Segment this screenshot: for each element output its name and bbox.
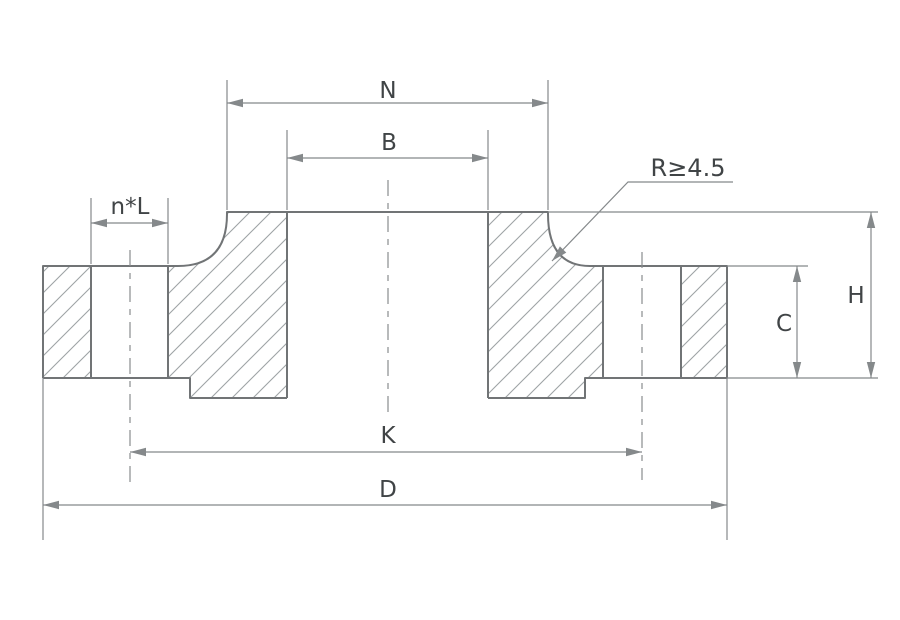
label-layer: N B n*L R≥4.5 H C K D bbox=[111, 78, 865, 503]
arrow-C-bottom bbox=[792, 362, 802, 378]
dim-label-neck-N: N bbox=[379, 78, 396, 104]
hatch-region-right-hub bbox=[488, 212, 603, 398]
dimension-C bbox=[727, 265, 808, 378]
dimension-layer bbox=[42, 80, 878, 540]
arrow-H-bottom bbox=[866, 362, 876, 378]
dim-label-bolt-holes-nL: n*L bbox=[111, 194, 150, 220]
dim-label-thickness-C: C bbox=[776, 311, 792, 337]
outline-layer bbox=[42, 211, 728, 399]
ext-lines-nL bbox=[90, 198, 169, 264]
bolt-hole-walls bbox=[90, 266, 682, 378]
arrow-K-right bbox=[626, 447, 642, 457]
ext-lines-B bbox=[286, 130, 489, 210]
arrow-K-left bbox=[130, 447, 146, 457]
dim-label-bolt-circle-K: K bbox=[380, 423, 396, 449]
arrow-N-right bbox=[532, 98, 548, 108]
arrow-B-left bbox=[287, 153, 303, 163]
dim-label-outer-diameter-D: D bbox=[379, 477, 397, 503]
hatch-region-left-rim bbox=[43, 266, 91, 378]
dim-label-height-H: H bbox=[847, 283, 864, 309]
arrow-D-left bbox=[43, 500, 59, 510]
flange-outline bbox=[42, 211, 728, 399]
bore-walls bbox=[286, 212, 489, 398]
arrow-nL-left bbox=[91, 218, 107, 228]
ext-lines-N bbox=[226, 80, 549, 210]
dimension-D bbox=[42, 378, 728, 540]
dim-label-fillet-radius: R≥4.5 bbox=[651, 154, 726, 182]
arrow-H-top bbox=[866, 212, 876, 228]
dim-label-bore-B: B bbox=[381, 130, 397, 156]
dimension-N bbox=[226, 80, 549, 210]
hatch-layer bbox=[43, 212, 727, 398]
hatch-region-right-rim bbox=[681, 266, 727, 378]
arrowhead-layer bbox=[43, 98, 876, 510]
ext-lines-D bbox=[42, 378, 728, 540]
arrow-D-right bbox=[711, 500, 727, 510]
arrow-N-left bbox=[227, 98, 243, 108]
dimension-B bbox=[286, 130, 489, 210]
arrow-C-top bbox=[792, 266, 802, 282]
dimension-H bbox=[548, 211, 878, 379]
arrow-radius-leader bbox=[552, 246, 567, 261]
arrow-B-right bbox=[472, 153, 488, 163]
arrow-nL-right bbox=[152, 218, 168, 228]
leader-line-radius bbox=[551, 181, 733, 262]
hatch-region-left-hub bbox=[168, 212, 287, 398]
centerline-layer bbox=[129, 180, 643, 487]
